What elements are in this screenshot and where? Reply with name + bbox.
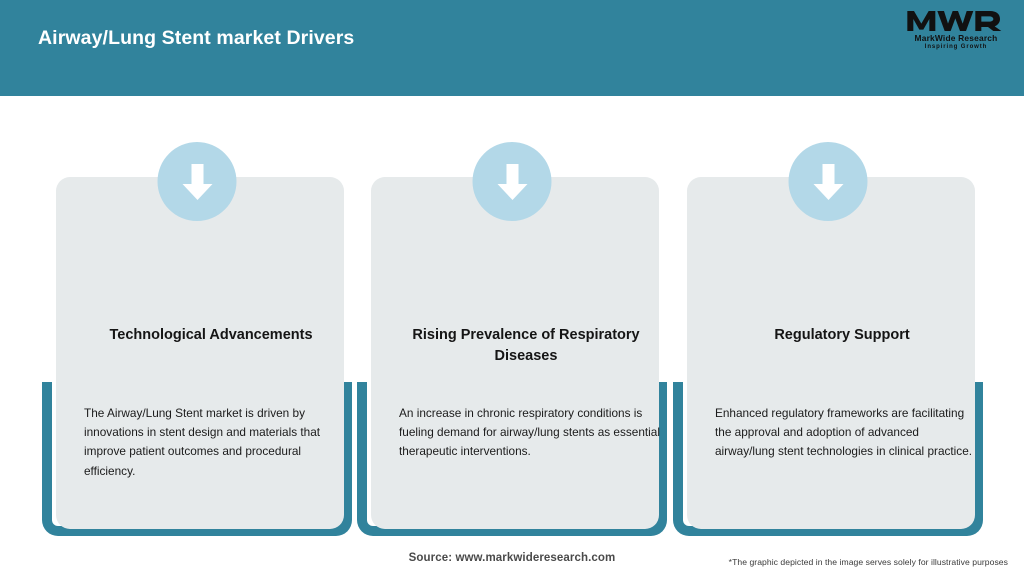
arrow-down-glyph [182, 163, 212, 200]
card-title: Regulatory Support [774, 327, 910, 343]
header-bar [0, 0, 1024, 96]
markwide-research-logo: MarkWide Research Inspiring Growth [904, 9, 1008, 55]
page-title: Airway/Lung Stent market Drivers [38, 27, 355, 49]
driver-card: Regulatory Support Enhanced regulatory f… [673, 96, 983, 536]
card-title: Rising Prevalence of Respiratory Disease… [412, 327, 640, 365]
card-body: Regulatory Support Enhanced regulatory f… [687, 177, 975, 529]
card-description: The Airway/Lung Stent market is driven b… [84, 406, 321, 478]
driver-card: Technological Advancements The Airway/Lu… [42, 96, 352, 536]
card-description: An increase in chronic respiratory condi… [399, 406, 660, 459]
driver-card: Rising Prevalence of Respiratory Disease… [357, 96, 667, 536]
arrow-down-icon [157, 142, 237, 221]
card-description: Enhanced regulatory frameworks are facil… [715, 406, 973, 459]
arrow-down-glyph [813, 163, 843, 200]
logo-tagline: Inspiring Growth [924, 44, 988, 51]
card-accent-frame [42, 382, 352, 536]
card-accent-frame [673, 382, 983, 536]
disclaimer-label: *The graphic depicted in the image serve… [728, 557, 1008, 567]
arrow-down-icon [472, 142, 552, 221]
card-body: Technological Advancements The Airway/Lu… [56, 177, 344, 529]
mwr-monogram-icon [907, 11, 1002, 31]
source-label: Source: www.markwideresearch.com [408, 552, 616, 564]
logo-company-name: MarkWide Research [914, 33, 998, 43]
card-body: Rising Prevalence of Respiratory Disease… [371, 177, 660, 529]
arrow-down-glyph [497, 163, 527, 200]
card-title: Technological Advancements [109, 327, 313, 343]
arrow-down-icon [788, 142, 868, 221]
drivers-card-list: Technological Advancements The Airway/Lu… [0, 96, 1024, 536]
card-accent-frame [357, 382, 667, 536]
